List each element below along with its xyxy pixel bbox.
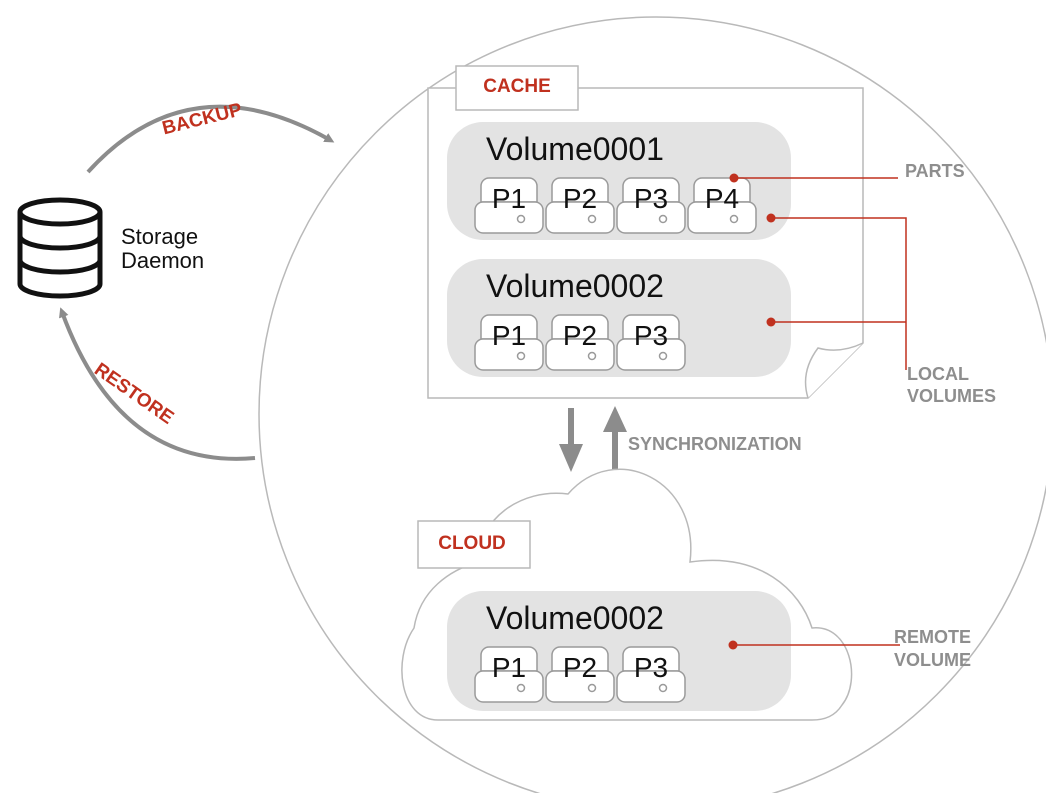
part-label: P3 <box>634 320 668 351</box>
cache-label-box <box>455 65 579 111</box>
local-volumes-callout-label-line1: LOCAL <box>907 364 969 384</box>
storage-scope-circle <box>258 16 1046 793</box>
cloud-volume-title: Volume0002 <box>486 600 664 636</box>
volume-part: P1 <box>474 177 544 234</box>
backup-arrow <box>86 104 335 174</box>
disk-led-icon <box>516 683 526 693</box>
parts-callout-line <box>729 173 898 183</box>
sync-down-arrow-icon <box>559 408 583 472</box>
part-label: P3 <box>634 652 668 683</box>
part-label: P3 <box>634 183 668 214</box>
remote-volume-callout-label-line2: VOLUME <box>894 650 971 670</box>
storage-daemon-label-line1: Storage <box>121 224 198 249</box>
part-label: P1 <box>492 652 526 683</box>
local-volumes-callout-line <box>766 213 907 370</box>
disk-led-icon <box>587 214 597 224</box>
local-volumes-callout-label-line2: VOLUMES <box>907 386 996 406</box>
volume-part: P2 <box>545 646 615 703</box>
volume-part: P3 <box>616 314 686 371</box>
disk-led-icon <box>658 683 668 693</box>
disk-led-icon <box>729 214 739 224</box>
synchronization-label: SYNCHRONIZATION <box>628 434 802 454</box>
remote-volume-callout-label-line1: REMOTE <box>894 627 971 647</box>
disk-led-icon <box>658 351 668 361</box>
volume-part: P2 <box>545 177 615 234</box>
cloud-label-box <box>417 520 531 569</box>
disk-led-icon <box>587 351 597 361</box>
parts-callout-label: PARTS <box>905 161 965 181</box>
disk-led-icon <box>516 214 526 224</box>
part-label: P2 <box>563 183 597 214</box>
cache-label: CACHE <box>483 76 551 97</box>
disk-led-icon <box>587 683 597 693</box>
part-label: P1 <box>492 183 526 214</box>
storage-daemon-label-line2: Daemon <box>121 248 204 273</box>
volume-part: P4 <box>687 177 757 234</box>
cache-volume-title: Volume0002 <box>486 268 664 304</box>
part-label: P4 <box>705 183 739 214</box>
volume-part: P3 <box>616 646 686 703</box>
sync-up-arrow-icon <box>603 406 627 474</box>
backup-label: BACKUP <box>160 99 244 139</box>
part-label: P2 <box>563 320 597 351</box>
volume-part: P1 <box>474 646 544 703</box>
restore-arrow <box>59 307 256 461</box>
part-label: P1 <box>492 320 526 351</box>
disk-led-icon <box>658 214 668 224</box>
cache-page-curl <box>804 342 864 399</box>
cache-volume-title: Volume0001 <box>486 131 664 167</box>
disk-led-icon <box>516 351 526 361</box>
volume-part: P2 <box>545 314 615 371</box>
database-icon <box>17 197 103 299</box>
volume-part: P1 <box>474 314 544 371</box>
remote-volume-callout-line <box>728 640 900 650</box>
volume-part: P3 <box>616 177 686 234</box>
cloud-label: CLOUD <box>438 533 506 554</box>
part-label: P2 <box>563 652 597 683</box>
